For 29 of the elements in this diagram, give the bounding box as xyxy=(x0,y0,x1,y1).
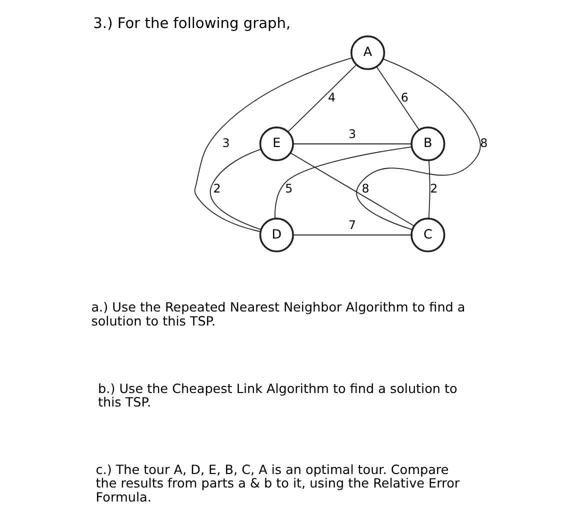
connector xyxy=(194,56,353,232)
edge-label: 3 xyxy=(348,126,356,140)
connector xyxy=(210,148,262,230)
connector xyxy=(290,152,414,226)
connector xyxy=(274,146,412,219)
edge-label: 4 xyxy=(328,90,336,104)
node-circle: E xyxy=(259,126,294,161)
connector xyxy=(292,142,412,144)
edge-label: 8 xyxy=(362,181,370,196)
edge-label: 2 xyxy=(430,181,438,196)
label: c.) The tour A, D, E, B, C, A is an optimal tour. Compare the results from parts a & b to it, using the Relative Error Formula. xyxy=(96,462,460,505)
node-circle: D xyxy=(259,217,294,252)
edge-label: 7 xyxy=(348,217,356,232)
node-circle: C xyxy=(410,217,446,252)
connector xyxy=(292,234,412,235)
connector xyxy=(356,58,481,230)
node-circle: A xyxy=(350,34,386,70)
edge-label: 5 xyxy=(285,181,293,196)
connector xyxy=(428,159,430,218)
diagram-title: 3.) For the following graph, xyxy=(93,14,291,32)
connector xyxy=(288,64,357,132)
label: a.) Use the Repeated Nearest Neighbor Algorithm to find a solution to this TSP. xyxy=(91,300,466,329)
edge-label: 3 xyxy=(222,135,230,150)
label: b.) Use the Cheapest Link Algorithm to find a solution to this TSP. xyxy=(98,381,458,410)
connector xyxy=(376,66,420,130)
edge-label: 2 xyxy=(213,181,221,196)
edge-label: 8 xyxy=(480,135,488,150)
node-circle: B xyxy=(410,126,446,161)
edge-label: 6 xyxy=(400,90,408,104)
